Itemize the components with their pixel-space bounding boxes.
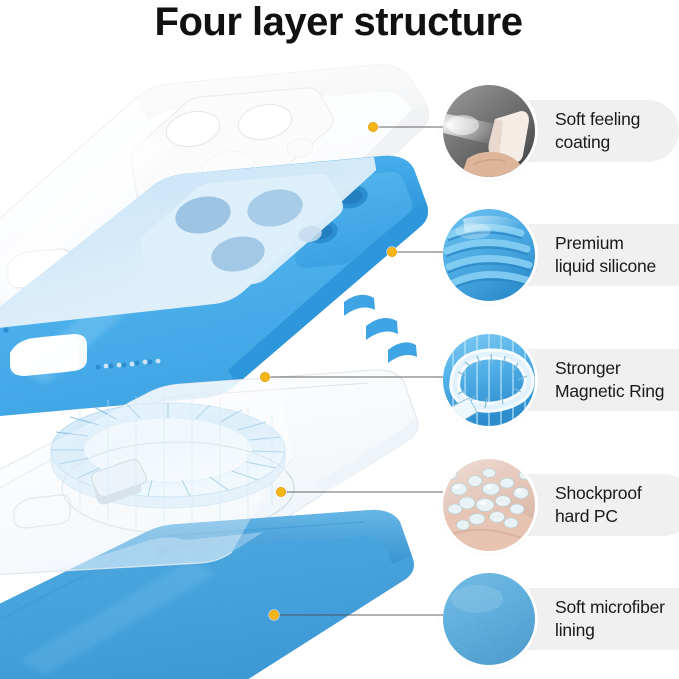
blue-silicone-photo-icon xyxy=(443,209,535,301)
callout-soft-microfiber-lining[interactable]: Soft microfiber lining xyxy=(443,573,679,665)
callout-label: Stronger Magnetic Ring xyxy=(555,358,665,401)
pc-pellets-photo-icon xyxy=(443,459,535,551)
magnetic-ring xyxy=(50,392,295,535)
callout-stronger-magnetic-ring[interactable]: Stronger Magnetic Ring xyxy=(443,334,679,426)
callout-label: Soft microfiber lining xyxy=(555,597,665,640)
page-title: Four layer structure xyxy=(154,0,523,44)
tinted-camera-island xyxy=(140,173,343,294)
callout-premium-liquid-silicone[interactable]: Premium liquid silicone xyxy=(443,209,679,301)
magnet-ring-photo-icon xyxy=(443,334,535,426)
callout-label: Shockproof hard PC xyxy=(555,483,642,526)
tinted-bottom-edge xyxy=(18,334,161,375)
callout-label: Premium liquid silicone xyxy=(555,233,657,276)
callout-soft-feeling-coating[interactable]: Soft feeling coating xyxy=(443,85,679,177)
microfiber-layer-shape xyxy=(0,509,414,679)
pc-layer-shape xyxy=(0,369,419,576)
pc-front-edge-over-fiber xyxy=(0,377,293,576)
exploded-case-illustration xyxy=(0,40,440,679)
callout-label: Soft feeling coating xyxy=(555,109,641,152)
spray-coating-photo-icon xyxy=(443,85,535,177)
callout-shockproof-hard-pc[interactable]: Shockproof hard PC xyxy=(443,459,679,551)
microfiber-texture-photo-icon xyxy=(443,573,535,665)
